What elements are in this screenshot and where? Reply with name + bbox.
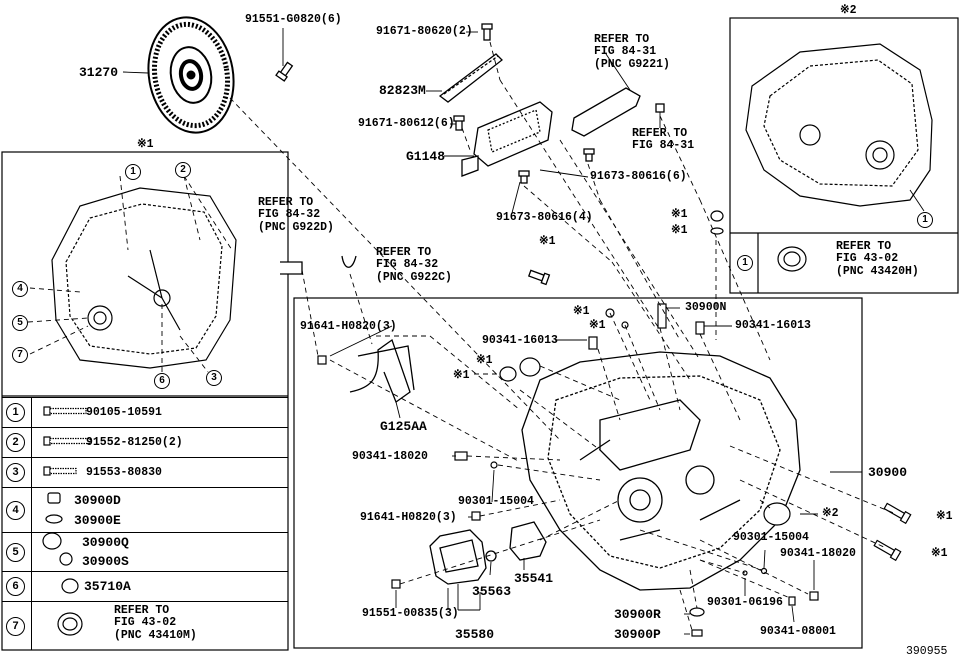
note-mark-1-h: ※1 (931, 547, 948, 560)
note-mark-1-a: ※1 (671, 208, 688, 221)
label-30900r: 30900R (614, 607, 661, 622)
label-30900: 30900 (868, 465, 908, 480)
dashed-assembly-lines (27, 41, 897, 631)
table-row: 7 REFER TO FIG 43-02 (PNC 43410M) (2, 601, 288, 650)
label-90301-06196: 90301-06196 (707, 596, 783, 609)
note-mark-1-b: ※1 (671, 224, 688, 237)
label-91551-g0820: 91551-G0820(6) (245, 13, 342, 26)
row-number: 7 (6, 617, 25, 636)
note-mark-1-f: ※1 (453, 369, 470, 382)
left-callout-1: 1 (125, 164, 141, 180)
left-inset-frame (1, 151, 289, 651)
row-part-number: 30900Q (82, 535, 129, 550)
left-callout-4: 4 (12, 281, 28, 297)
bolt-drawings (275, 23, 665, 286)
label-g125aa: G125AA (380, 419, 427, 434)
row-number: 6 (6, 577, 25, 596)
main-assembly-frame (293, 297, 863, 649)
table-row: 2 91552-81250(2) (2, 427, 288, 457)
left-callout-3: 3 (206, 370, 222, 386)
note-mark-1-bolt: ※1 (539, 235, 556, 248)
label-30900n: 30900N (685, 301, 727, 314)
label-90341-16013-right: 90341-16013 (735, 319, 811, 332)
label-91671-80620: 91671-80620(2) (376, 25, 473, 38)
note-mark-2-inset: ※2 (840, 4, 857, 17)
note-mark-1-inset: ※1 (137, 138, 154, 151)
left-callout-6: 6 (154, 373, 170, 389)
row-part-number: 30900D (74, 493, 121, 508)
label-90341-16013-left: 90341-16013 (482, 334, 558, 347)
label-31270: 31270 (79, 65, 119, 80)
row-number: 3 (6, 463, 25, 482)
table-row: 1 90105-10591 (2, 397, 288, 427)
label-refer-fig-84-31-pnc: REFER TO FIG 84-31 (PNC G9221) (594, 33, 670, 71)
transaxle-housing-drawing (521, 351, 801, 591)
hardware-drawings (317, 210, 912, 637)
note-mark-1-d: ※1 (589, 319, 606, 332)
row-part-number-2: 30900S (82, 554, 129, 569)
row-number: 5 (6, 543, 25, 562)
table-part-icons (42, 406, 91, 636)
bracket-82823m-drawing (438, 53, 503, 103)
label-90301-15004-left: 90301-15004 (458, 495, 534, 508)
left-callout-2: 2 (175, 162, 191, 178)
drawing-id: 390955 (906, 645, 948, 658)
left-callout-7: 7 (12, 347, 28, 363)
label-91641-h0820-a: 91641-H0820(3) (300, 320, 397, 333)
table-row: 5 30900Q 30900S (2, 532, 288, 571)
note-mark-1-g: ※1 (936, 510, 953, 523)
bracket-ref-84-31-drawing (571, 87, 641, 137)
transaxle-case-left-drawing (51, 187, 237, 369)
note-mark-2-main: ※2 (822, 507, 839, 520)
leader-lines (122, 28, 925, 635)
note-mark-1-e: ※1 (476, 354, 493, 367)
label-91671-80612: 91671-80612(6) (358, 117, 455, 130)
hose-drawings (280, 255, 357, 275)
label-91551-00835: 91551-00835(3) (362, 607, 459, 620)
ecu-g1148-drawing (461, 101, 553, 177)
label-91673-80616-4: 91673-80616(4) (496, 211, 593, 224)
row-part-number: 91553-80830 (86, 466, 162, 479)
label-refer-fig-84-32-g922d: REFER TO FIG 84-32 (PNC G922D) (258, 196, 334, 234)
transaxle-case-inset-drawing (745, 43, 933, 272)
inset2-row-number: 1 (737, 255, 753, 271)
oil-pan-cover-drawing (429, 521, 547, 585)
pipe-g125aa-drawing (349, 338, 415, 404)
row-number: 1 (6, 403, 25, 422)
row-part-number: 90105-10591 (86, 406, 162, 419)
note-mark-1-c: ※1 (573, 305, 590, 318)
label-90341-08001: 90341-08001 (760, 625, 836, 638)
label-30900p: 30900P (614, 627, 661, 642)
row-part-number: 91552-81250(2) (86, 436, 183, 449)
label-90341-18020-left: 90341-18020 (352, 450, 428, 463)
label-g1148: G1148 (406, 149, 446, 164)
label-refer-fig-84-32-g922c: REFER TO FIG 84-32 (PNC G922C) (376, 246, 452, 284)
table-row: 4 30900D 30900E (2, 487, 288, 532)
label-35563: 35563 (472, 584, 512, 599)
label-82823m: 82823M (379, 83, 426, 98)
table-row: 3 91553-80830 (2, 457, 288, 487)
label-90341-18020-right: 90341-18020 (780, 547, 856, 560)
row-number: 2 (6, 433, 25, 452)
row-number: 4 (6, 501, 25, 520)
left-callout-5: 5 (12, 315, 28, 331)
row-refer-fig-43-02: REFER TO FIG 43-02 (PNC 43410M) (114, 604, 197, 642)
label-35580: 35580 (455, 627, 495, 642)
label-refer-fig-84-31: REFER TO FIG 84-31 (632, 127, 695, 153)
label-91641-h0820-b: 91641-H0820(3) (360, 511, 457, 524)
row-part-number: 35710A (84, 579, 131, 594)
inset2-callout-1: 1 (917, 212, 933, 228)
row-part-number-2: 30900E (74, 513, 121, 528)
clutch-disc-drawing (147, 16, 235, 134)
label-90301-15004-right: 90301-15004 (733, 531, 809, 544)
table-row: 6 35710A (2, 571, 288, 601)
right-inset-frame (729, 17, 959, 294)
inset2-refer-fig-43-02: REFER TO FIG 43-02 (PNC 43420H) (836, 240, 919, 278)
label-35541: 35541 (514, 571, 554, 586)
label-91673-80616-6: 91673-80616(6) (590, 170, 687, 183)
